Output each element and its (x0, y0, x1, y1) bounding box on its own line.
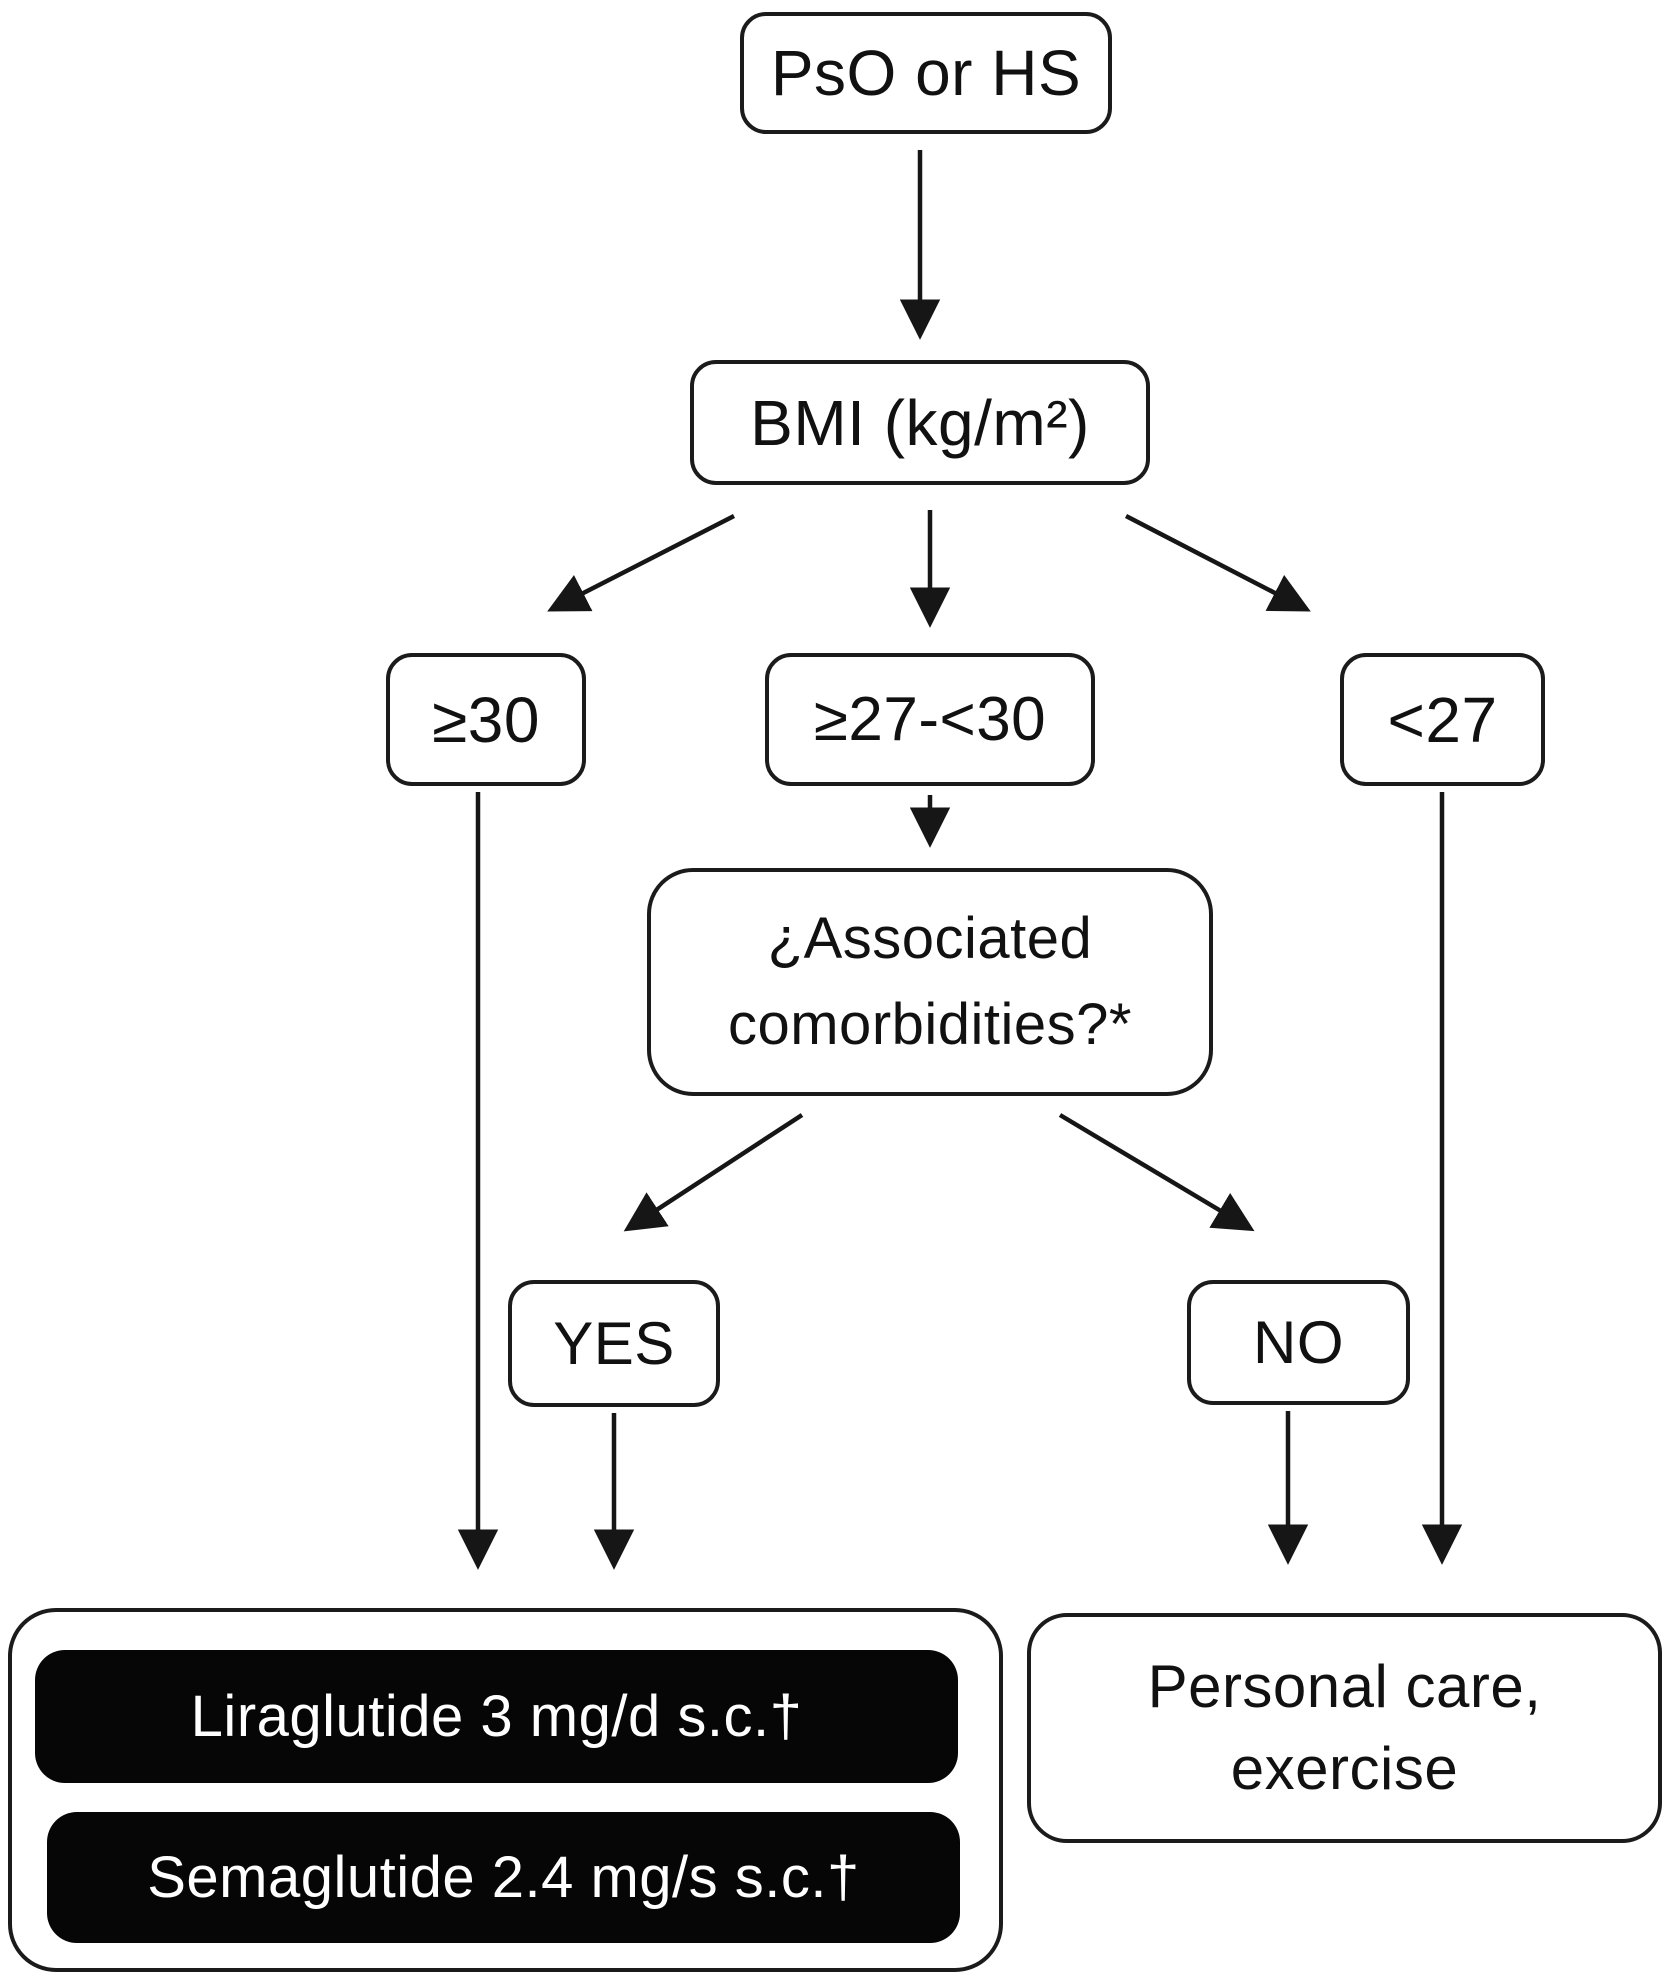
treatment-semaglutide: Semaglutide 2.4 mg/s s.c.† (47, 1812, 960, 1943)
arrow-bmi-to-lt27 (1124, 514, 1311, 612)
node-bmi-ge-30: ≥30 (386, 653, 586, 786)
node-no: NO (1187, 1280, 1410, 1405)
comorbidities-line-2: comorbidities?* (727, 992, 1132, 1057)
treatment-liraglutide: Liraglutide 3 mg/d s.c.† (35, 1650, 958, 1783)
node-associated-comorbidities: ¿Associated comorbidities?* (647, 868, 1213, 1096)
node-yes: YES (508, 1280, 720, 1407)
arrow-bmi-to-ge30 (547, 513, 736, 612)
arrow-comorb-to-yes (623, 1113, 804, 1232)
personal-care-line-1: Personal care, (1147, 1653, 1542, 1720)
node-bmi-lt-27: <27 (1340, 653, 1545, 786)
arrow-comorb-to-no (1058, 1113, 1255, 1232)
comorbidities-line-1: ¿Associated (767, 906, 1093, 971)
node-pso-or-hs: PsO or HS (740, 12, 1112, 134)
node-bmi: BMI (kg/m²) (690, 360, 1150, 485)
node-personal-care: Personal care, exercise (1027, 1613, 1662, 1843)
node-bmi-27-to-30: ≥27-<30 (765, 653, 1095, 786)
personal-care-line-2: exercise (1230, 1735, 1459, 1802)
